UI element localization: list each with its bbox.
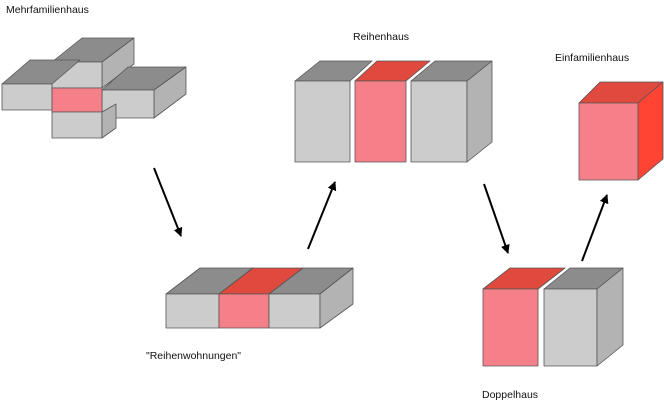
reihenwohnungen-block [165, 267, 354, 329]
arrow-dh-to-efh [581, 194, 609, 262]
doppelhaus-block [482, 267, 624, 367]
label-reihenhaus: Reihenhaus [353, 31, 410, 43]
efh-side [637, 81, 664, 181]
label-doppelhaus: Doppelhaus [482, 389, 539, 401]
rw-front-right [268, 293, 321, 329]
arrows [153, 167, 609, 262]
rh-front-right [410, 80, 468, 163]
efh-front [578, 102, 639, 181]
rw-side [319, 267, 354, 329]
arrow-rw-to-rh [307, 181, 337, 250]
rh-side [466, 60, 493, 163]
dh-front-right [543, 288, 598, 367]
arrow-mfh-to-rw [153, 167, 183, 237]
label-mehrfamilienhaus: Mehrfamilienhaus [6, 4, 89, 16]
mehrfamilienhaus-block [1, 37, 187, 139]
mfh-left-arm-front [1, 83, 53, 111]
mfh-center-unit [51, 87, 103, 113]
mfh-bottom-arm-side [101, 103, 117, 139]
einfamilienhaus-block [578, 81, 664, 181]
rh-front-middle [354, 80, 407, 163]
rw-front-middle [218, 293, 270, 329]
label-reihenwohnungen: "Reihenwohnungen" [146, 350, 242, 362]
dh-front-left [482, 288, 539, 367]
dh-side [596, 267, 624, 367]
label-einfamilienhaus: Einfamilienhaus [555, 52, 630, 64]
rw-front-left [165, 293, 220, 329]
mfh-bottom-arm-front [51, 111, 103, 139]
arrow-rh-to-dh [483, 183, 510, 254]
reihenhaus-block [294, 60, 493, 163]
rh-front-left [294, 80, 351, 163]
